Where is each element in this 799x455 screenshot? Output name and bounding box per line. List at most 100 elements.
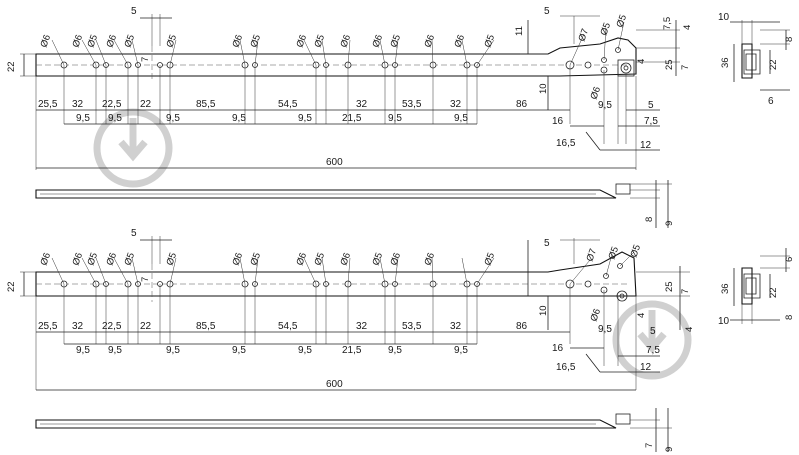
dim-12: 12 — [640, 362, 652, 373]
hole-label: Ø5 — [370, 251, 385, 267]
rail-bottom-body — [35, 251, 637, 302]
rail-top-section: 10 8 36 22 6 — [718, 12, 795, 107]
hole-label: Ø6 — [452, 33, 467, 49]
dim-row2: 9,5 — [76, 345, 90, 356]
dim-row1: 32 — [72, 321, 84, 332]
end-hole-label: Ø5 — [598, 21, 613, 37]
dim-row1: 25,5 — [38, 321, 58, 332]
section-dim-6: 6 — [768, 96, 774, 107]
dim-row1: 53,5 — [402, 99, 422, 110]
slot-hole-label: Ø7 — [576, 27, 591, 43]
dim-row1: 32 — [72, 99, 84, 110]
hole-label: Ø6 — [422, 251, 437, 267]
rail-bottom-dimensions: 22 5 7 10 25,5 32 22,5 22 85,5 5 — [6, 228, 695, 391]
dim-row2: 9,5 — [388, 345, 402, 356]
dim-row1: 32 — [450, 99, 462, 110]
hole-label: Ø5 — [122, 251, 137, 267]
dim-4-top: 4 — [682, 25, 693, 30]
dim-16: 16 — [552, 116, 564, 127]
offset-5-dim: 5 — [131, 6, 137, 17]
dim-row1: 85,5 — [196, 321, 216, 332]
dim-7: 7 — [680, 65, 691, 70]
hole-label: Ø6 — [104, 251, 119, 267]
hole-label: Ø6 — [230, 251, 245, 267]
dim-row1: 53,5 — [402, 321, 422, 332]
dim-7: 7 — [680, 289, 691, 294]
dim-row1: 22,5 — [102, 321, 122, 332]
rail-top-dimensions: 22 5 7 11 10 25,5 — [6, 6, 693, 170]
section-dim-8: 8 — [784, 37, 795, 42]
dim-5-top: 5 — [544, 238, 550, 249]
dim-row2: 21,5 — [342, 113, 362, 124]
rail-bottom-profile: 7 9 — [35, 408, 675, 452]
dim-row2: 9,5 — [298, 345, 312, 356]
offset-7-dim: 7 — [140, 57, 151, 62]
dim-7-5-top: 7,5 — [662, 17, 673, 30]
dim-row1: 85,5 — [196, 99, 216, 110]
dim-9-5: 9,5 — [598, 324, 612, 335]
dim-row2: 9,5 — [108, 113, 122, 124]
hole-label: Ø6 — [422, 33, 437, 49]
section-dim-6: 6 — [784, 257, 795, 262]
end-hole-label: Ø6 — [588, 85, 603, 101]
dim-5: 5 — [648, 100, 654, 111]
dim-25: 25 — [664, 281, 675, 292]
dim-row2: 21,5 — [342, 345, 362, 356]
section-dim-8: 8 — [784, 315, 795, 320]
dim-16: 16 — [552, 343, 564, 354]
dim-16-5: 16,5 — [556, 138, 576, 149]
rail-bottom-section: 6 36 22 10 8 — [718, 248, 795, 327]
dim-row2: 9,5 — [454, 345, 468, 356]
dim-4b: 4 — [636, 59, 647, 64]
dim-16-5: 16,5 — [556, 362, 576, 373]
hole-label: Ø6 — [338, 251, 353, 267]
section-dim-22: 22 — [768, 287, 779, 298]
dim-row1: 86 — [516, 99, 528, 110]
end-hole-label: Ø5 — [628, 243, 643, 259]
hole-label: Ø6 — [104, 33, 119, 49]
dim-11: 11 — [514, 26, 525, 36]
profile-dim-8: 8 — [644, 217, 655, 222]
overall-length-dim: 600 — [326, 379, 343, 390]
dim-row2: 9,5 — [166, 113, 180, 124]
hole-label: Ø5 — [248, 251, 263, 267]
dim-row1: 54,5 — [278, 99, 298, 110]
hole-label: Ø6 — [370, 33, 385, 49]
rail-height-dim: 22 — [6, 281, 17, 292]
dim-10: 10 — [538, 305, 549, 316]
dim-row1: 22,5 — [102, 99, 122, 110]
dim-row2: 9,5 — [76, 113, 90, 124]
rail-height-dim: 22 — [6, 61, 17, 72]
hole-label: Ø6 — [294, 251, 309, 267]
dim-row2: 9,5 — [388, 113, 402, 124]
hole-label: Ø5 — [388, 33, 403, 49]
dim-row1: 22 — [140, 321, 152, 332]
overall-length-dim: 600 — [326, 157, 343, 168]
hole-label: Ø5 — [85, 251, 100, 267]
hole-label: Ø6 — [230, 33, 245, 49]
dim-row1: 32 — [356, 99, 368, 110]
hole-label: Ø6 — [70, 33, 85, 49]
slot-hole-label: Ø7 — [584, 247, 599, 263]
hole-label: Ø6 — [38, 33, 53, 49]
rail-top-hole-labels: Ø6 Ø6 Ø5 Ø6 Ø5 Ø5 Ø6 Ø5 Ø6 Ø5 Ø6 Ø6 Ø5 Ø… — [38, 13, 629, 101]
hole-label: Ø5 — [122, 33, 137, 49]
hole-label: Ø5 — [85, 33, 100, 49]
dim-12: 12 — [640, 140, 652, 151]
dim-4: 4 — [636, 313, 647, 318]
dim-row2: 9,5 — [298, 113, 312, 124]
offset-5-dim: 5 — [131, 228, 137, 239]
hole-label: Ø6 — [70, 251, 85, 267]
watermark-icon — [612, 300, 692, 380]
dim-row1: 54,5 — [278, 321, 298, 332]
dim-row2: 9,5 — [232, 345, 246, 356]
hole-label: Ø6 — [388, 251, 403, 267]
hole-label: Ø6 — [38, 251, 53, 267]
dim-row1: 32 — [450, 321, 462, 332]
end-hole-label: Ø6 — [588, 307, 603, 323]
offset-7-dim: 7 — [140, 277, 151, 282]
rail-bottom-leaders — [51, 251, 635, 285]
dim-4b: 4 — [684, 327, 695, 332]
profile-dim-9: 9 — [664, 447, 675, 452]
